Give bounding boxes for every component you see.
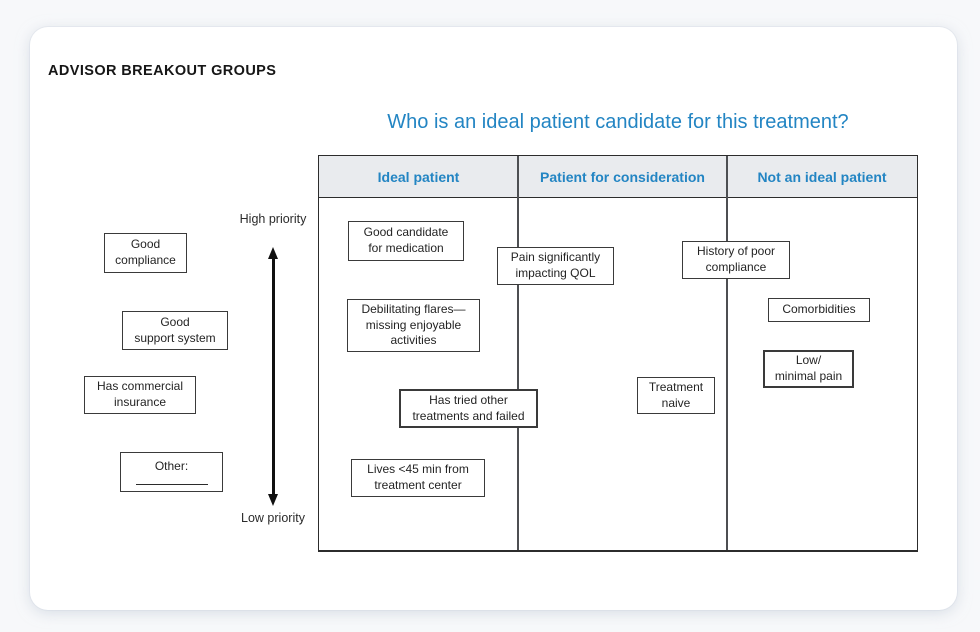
priority-arrow <box>272 258 275 494</box>
card-text-line: compliance <box>115 253 176 267</box>
card-text-line: Good <box>130 237 161 252</box>
arrow-down-icon <box>268 494 278 506</box>
high-priority-label: High priority <box>239 212 307 226</box>
card-other[interactable]: Other: <box>120 452 223 492</box>
card-text-line: support system <box>134 330 216 345</box>
page-title: ADVISOR BREAKOUT GROUPS <box>48 63 277 79</box>
card-text-line: Low/ <box>795 353 822 368</box>
question-title: Who is an ideal patient candidate for th… <box>387 111 849 133</box>
card-text-line: impacting QOL <box>515 266 596 280</box>
column-header-patient-for-consideration: Patient for consideration <box>540 168 705 185</box>
blank-fill-line <box>135 475 208 486</box>
card-text-line: missing enjoyable <box>365 317 462 332</box>
card-low-minimal-pain[interactable]: Low/minimal pain <box>763 350 854 388</box>
column-divider <box>517 156 519 550</box>
card-text-line: Good <box>160 314 190 329</box>
card-text-line: compliance <box>705 260 767 274</box>
card-text-line: activities <box>390 333 437 348</box>
card-text-line: for medication <box>368 241 444 255</box>
card-text-line: naive <box>661 395 691 410</box>
low-priority-label: Low priority <box>241 511 305 525</box>
arrow-up-icon <box>268 247 278 259</box>
card-text-line: Good candidate <box>363 225 449 240</box>
card-text-line: treatment center <box>374 478 462 492</box>
card-text-line: Other: <box>154 458 189 473</box>
column-header-ideal-patient: Ideal patient <box>377 168 460 185</box>
column-header-not-an-ideal-patient: Not an ideal patient <box>757 168 887 185</box>
card-text-line: Comorbidities <box>782 302 856 317</box>
matrix-header-row: Ideal patient Patient for consideration … <box>319 156 917 198</box>
column-divider <box>726 156 728 550</box>
card-text-line: Debilitating flares— <box>361 301 466 316</box>
card-text-line: treatments and failed <box>412 408 525 423</box>
card-text-line: Treatment <box>648 379 704 394</box>
card-text-line: Lives <45 min from <box>367 462 469 477</box>
card-comorbidities[interactable]: Comorbidities <box>768 298 870 322</box>
card-text-line: Pain significantly <box>510 250 601 265</box>
card-text-line: insurance <box>113 395 167 409</box>
card-text-line: Has commercial <box>96 379 183 394</box>
card-text-line: Has tried other <box>429 392 508 407</box>
card-text-line: minimal pain <box>774 369 843 383</box>
card-text-line: History of poor <box>696 244 776 259</box>
